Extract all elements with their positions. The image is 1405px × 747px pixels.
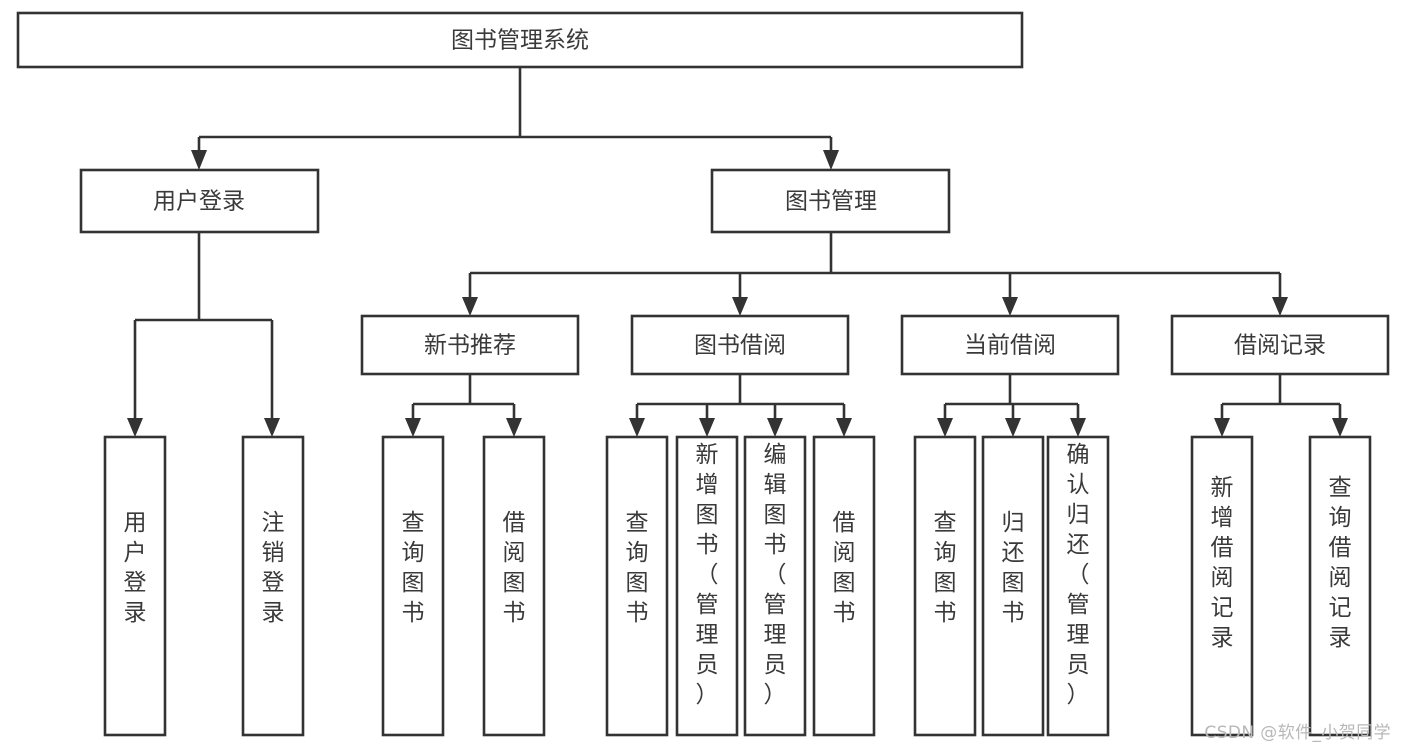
leaf-node-cb-confirm-return[interactable]: 确认归还（管理员） — [1046, 435, 1110, 737]
leaf-node-bb-query-book[interactable]: 查询图书 — [605, 435, 669, 737]
leaf-logout-box[interactable] — [241, 435, 305, 737]
leaf-logout-label: 注销登录 — [262, 510, 285, 626]
node-current-borrow[interactable]: 当前借阅 — [900, 314, 1120, 376]
arrowhead-bb-leaf-1 — [629, 418, 645, 437]
leaf-bb-query-book-box[interactable] — [605, 435, 669, 737]
leaf-br-query-record-label: 查询借阅记录 — [1329, 475, 1352, 651]
arrowhead-leaf-user-login — [127, 418, 143, 437]
leaf-bb-edit-book-box[interactable] — [743, 435, 807, 737]
leaf-cb-confirm-return-box[interactable] — [1046, 435, 1110, 737]
leaf-nb-query-book-label: 查询图书 — [402, 510, 425, 626]
node-new-book-recommend-box[interactable] — [360, 314, 580, 376]
leaf-cb-confirm-return-label: 确认归还（管理员） — [1067, 442, 1090, 708]
arrowhead-bb-leaf-3 — [767, 418, 783, 437]
leaf-user-login-box[interactable] — [103, 435, 167, 737]
arrowhead-user-login — [191, 150, 207, 170]
leaf-cb-query-book-label: 查询图书 — [934, 510, 957, 626]
leaf-nb-borrow-book-box[interactable] — [482, 435, 546, 737]
node-borrow-record[interactable]: 借阅记录 — [1170, 314, 1390, 376]
arrowhead-cb-leaf-2 — [1005, 418, 1021, 437]
node-borrow-record-box[interactable] — [1170, 314, 1390, 376]
leaf-node-bb-edit-book[interactable]: 编辑图书（管理员） — [743, 435, 807, 737]
node-book-borrow-label: 图书借阅 — [694, 333, 786, 359]
leaf-bb-borrow-book-box[interactable] — [812, 435, 876, 737]
leaf-cb-return-book-box[interactable] — [981, 435, 1045, 737]
arrowhead-cb-leaf-1 — [937, 418, 953, 437]
arrowhead-borrow-record — [1272, 297, 1288, 316]
node-book-management[interactable]: 图书管理 — [710, 168, 951, 234]
node-root-label: 图书管理系统 — [451, 28, 589, 54]
node-current-borrow-label: 当前借阅 — [964, 333, 1056, 359]
arrowhead-bb-leaf-2 — [699, 418, 715, 437]
node-borrow-record-label: 借阅记录 — [1234, 333, 1326, 359]
leaf-node-logout[interactable]: 注销登录 — [241, 435, 305, 737]
leaf-node-nb-borrow-book[interactable]: 借阅图书 — [482, 435, 546, 737]
connector-layer — [127, 67, 1348, 437]
node-book-borrow-box[interactable] — [630, 314, 850, 376]
node-book-management-box[interactable] — [710, 168, 951, 234]
node-user-login-label: 用户登录 — [153, 189, 245, 215]
arrowhead-nb-leaf-1 — [405, 418, 421, 437]
leaf-node-cb-return-book[interactable]: 归还图书 — [981, 435, 1045, 737]
leaf-br-query-record-box[interactable] — [1308, 435, 1372, 737]
leaf-bb-edit-book-label: 编辑图书（管理员） — [764, 442, 787, 708]
csdn-watermark: CSDN @软件_小贺同学 — [1204, 723, 1391, 743]
node-root-box[interactable] — [16, 11, 1024, 69]
leaf-cb-return-book-label: 归还图书 — [1002, 510, 1025, 626]
leaf-bb-query-book-label: 查询图书 — [626, 510, 649, 626]
leaf-node-br-query-record[interactable]: 查询借阅记录 — [1308, 435, 1372, 737]
leaf-node-nb-query-book[interactable]: 查询图书 — [381, 435, 445, 737]
node-book-management-label: 图书管理 — [785, 189, 877, 215]
node-current-borrow-box[interactable] — [900, 314, 1120, 376]
leaf-nb-query-book-box[interactable] — [381, 435, 445, 737]
arrowhead-new-book — [462, 297, 478, 316]
arrowhead-current-borrow — [1002, 297, 1018, 316]
leaf-nb-borrow-book-label: 借阅图书 — [503, 510, 526, 626]
arrowhead-leaf-logout — [264, 418, 280, 437]
node-root-system[interactable]: 图书管理系统 — [16, 11, 1024, 69]
node-new-book-recommend-label: 新书推荐 — [424, 333, 516, 359]
node-user-login-box[interactable] — [79, 168, 320, 234]
arrowhead-nb-leaf-2 — [506, 418, 522, 437]
leaf-cb-query-book-box[interactable] — [913, 435, 977, 737]
leaf-bb-add-book-label: 新增图书（管理员） — [696, 442, 719, 708]
arrowhead-cb-leaf-3 — [1070, 418, 1086, 437]
leaf-node-bb-borrow-book[interactable]: 借阅图书 — [812, 435, 876, 737]
node-user-login[interactable]: 用户登录 — [79, 168, 320, 234]
leaf-node-br-add-record[interactable]: 新增借阅记录 — [1190, 435, 1254, 737]
node-book-borrow[interactable]: 图书借阅 — [630, 314, 850, 376]
arrowhead-bb-leaf-4 — [836, 418, 852, 437]
arrowhead-book-mgmt — [823, 150, 839, 170]
leaf-node-cb-query-book[interactable]: 查询图书 — [913, 435, 977, 737]
arrowhead-br-leaf-1 — [1214, 418, 1230, 437]
arrowhead-br-leaf-2 — [1332, 418, 1348, 437]
node-new-book-recommend[interactable]: 新书推荐 — [360, 314, 580, 376]
leaf-node-user-login[interactable]: 用户登录 — [103, 435, 167, 737]
leaf-br-add-record-box[interactable] — [1190, 435, 1254, 737]
leaf-user-login-label: 用户登录 — [124, 510, 147, 626]
arrowhead-book-borrow — [732, 297, 748, 316]
leaf-br-add-record-label: 新增借阅记录 — [1211, 475, 1234, 651]
leaf-bb-add-book-box[interactable] — [675, 435, 739, 737]
leaf-bb-borrow-book-label: 借阅图书 — [833, 510, 856, 626]
leaf-node-bb-add-book[interactable]: 新增图书（管理员） — [675, 435, 739, 737]
